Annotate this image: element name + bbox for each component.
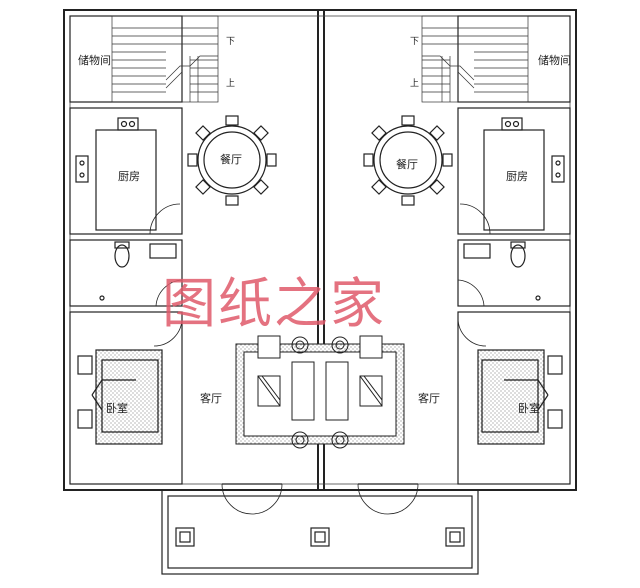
- label-storage-right: 储物间: [538, 53, 571, 67]
- stair-down-left: 下: [226, 37, 235, 47]
- chairs-left: [187, 115, 277, 206]
- label-dining-right: 餐厅: [396, 157, 418, 171]
- label-kitchen-right: 厨房: [506, 170, 528, 183]
- label-kitchen-left: 厨房: [118, 170, 140, 183]
- room-labels: 储物间 储物间 厨房 厨房 餐厅 餐厅 客厅 客厅 卧室 卧室 下 上 下 上: [78, 37, 571, 415]
- bed-left: [101, 359, 159, 433]
- stair-up-right: 上: [410, 78, 419, 89]
- basin-left: [149, 243, 177, 259]
- toilet-left: [114, 244, 130, 268]
- watermark-text: 图纸之家: [162, 272, 386, 335]
- porch: [161, 489, 479, 575]
- label-storage-left: 储物间: [78, 53, 111, 67]
- label-dining-left: 餐厅: [220, 152, 242, 166]
- right-unit: [357, 15, 571, 515]
- label-living-left: 客厅: [200, 391, 222, 405]
- label-living-right: 客厅: [418, 391, 440, 405]
- rug-left: [95, 349, 163, 445]
- sink-left: [75, 155, 89, 183]
- living-sofa-set: [235, 335, 405, 449]
- stove-left: [117, 117, 139, 131]
- label-bedroom-left: 卧室: [106, 401, 128, 415]
- left-unit: [69, 15, 283, 515]
- stairs-left: [111, 15, 219, 103]
- label-bedroom-right: 卧室: [518, 401, 540, 415]
- stair-down-right: 下: [410, 37, 419, 47]
- stair-up-left: 上: [226, 78, 235, 89]
